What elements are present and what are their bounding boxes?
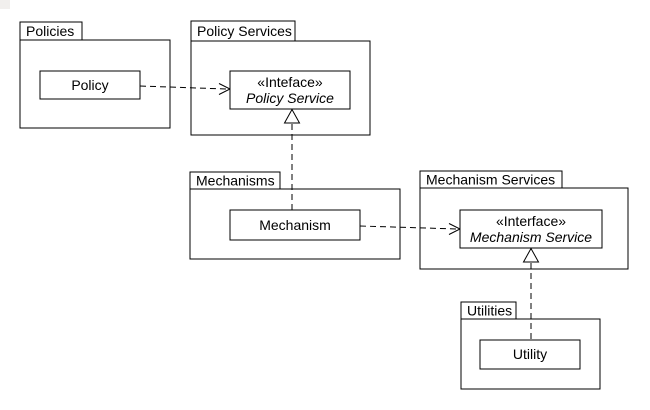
interface-policy-service-name: Policy Service: [246, 90, 334, 106]
class-utility-box: [479, 339, 581, 370]
corner-artifact: [0, 0, 10, 9]
class-policy-box: [39, 70, 141, 100]
class-mechanism: Mechanism: [229, 209, 361, 241]
class-mechanism-box: [229, 209, 361, 241]
package-policy-services-label: Policy Services: [197, 23, 292, 39]
package-mechanisms-label: Mechanisms: [196, 173, 275, 189]
interface-mechanism-service: «Interface» Mechanism Service: [459, 209, 603, 249]
package-mechanisms: Mechanisms: [189, 171, 401, 260]
class-policy-label: Policy: [71, 77, 108, 93]
interface-policy-service-stereotype: «Inteface»: [257, 74, 323, 90]
realization-utility-to-mechanism-service: [522, 247, 540, 339]
hollow-triangle-icon: [283, 108, 301, 124]
dependency-dashed-line: [359, 225, 457, 230]
interface-mechanism-service-stereotype: «Interface»: [496, 213, 566, 229]
class-policy: Policy: [39, 70, 141, 100]
interface-policy-service-box: [229, 70, 351, 110]
class-mechanism-label: Mechanism: [259, 217, 331, 233]
interface-mechanism-service-name: Mechanism Service: [470, 229, 592, 245]
package-utilities-label: Utilities: [467, 303, 512, 319]
hollow-triangle-icon: [522, 247, 540, 263]
class-utility-label: Utility: [513, 346, 547, 362]
package-policies-label: Policies: [26, 23, 74, 39]
realization-mechanism-to-policy-service: [283, 108, 301, 210]
interface-policy-service: «Inteface» Policy Service: [229, 70, 351, 110]
package-mechanism-services-label: Mechanism Services: [426, 172, 555, 188]
class-utility: Utility: [479, 339, 581, 370]
interface-mechanism-service-box: [459, 209, 603, 249]
dependency-dashed-line: [139, 85, 227, 90]
